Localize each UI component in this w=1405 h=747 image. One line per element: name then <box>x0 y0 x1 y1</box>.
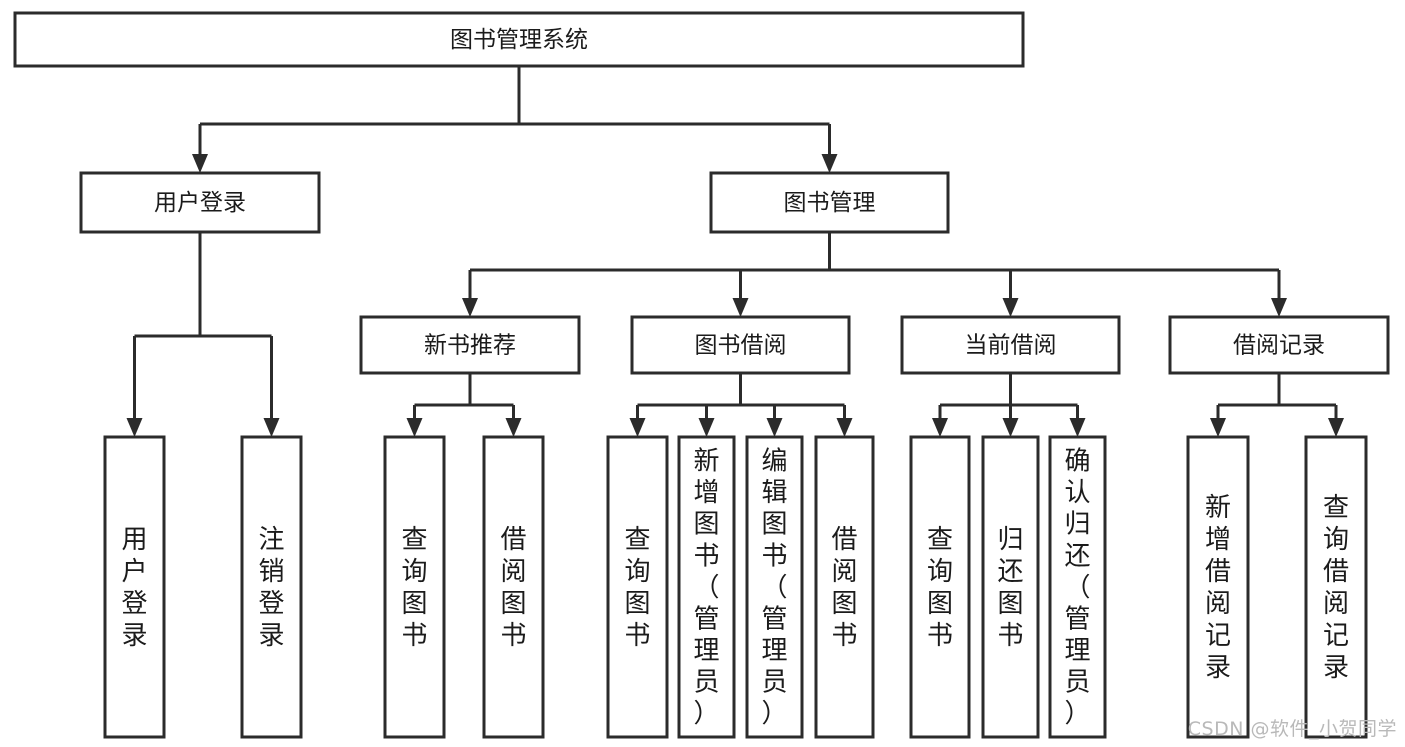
node-leaf-query-book-2[interactable]: 查询图书 <box>606 435 669 739</box>
node-leaf-borrow-book-1-rect <box>482 435 545 739</box>
new-book-recommend-to-leaves-arrow-1 <box>505 418 522 437</box>
root-to-level2-arrow-0 <box>192 154 208 173</box>
node-root-system-label: 图书管理系统 <box>450 27 588 53</box>
node-leaf-borrow-book-2-rect <box>814 435 875 739</box>
book-borrow-to-leaves-arrow-3 <box>836 418 853 437</box>
node-leaf-query-book-2-label: 查询图书 <box>624 525 650 651</box>
node-user-login-rect <box>79 171 321 234</box>
node-root-system-rect <box>13 11 1025 68</box>
book-borrow-to-leaves-arrow-2 <box>766 418 783 437</box>
node-book-management[interactable]: 图书管理 <box>709 171 950 234</box>
node-leaf-borrow-book-1-label: 借阅图书 <box>500 525 526 651</box>
node-leaf-edit-book-admin[interactable]: 编辑图书（管理员） <box>745 435 804 739</box>
node-borrow-record-rect <box>1168 315 1390 375</box>
current-borrow-to-leaves-arrow-1 <box>1002 418 1019 437</box>
new-book-recommend-to-leaves-arrow-0 <box>406 418 423 437</box>
node-root-system[interactable]: 图书管理系统 <box>13 11 1025 68</box>
userlogin-to-leaves-arrow-0 <box>126 418 143 437</box>
node-leaf-confirm-return-admin[interactable]: 确认归还（管理员） <box>1048 435 1107 739</box>
node-user-login-label: 用户登录 <box>154 190 246 216</box>
node-leaf-borrow-book-2-label: 借阅图书 <box>831 525 857 651</box>
book-borrow-to-leaves-arrow-0 <box>629 418 646 437</box>
node-leaf-return-book[interactable]: 归还图书 <box>981 435 1040 739</box>
node-leaf-return-book-label: 归还图书 <box>997 525 1023 651</box>
node-leaf-edit-book-admin-label: 编辑图书（管理员） <box>761 447 787 729</box>
node-new-book-recommend-label: 新书推荐 <box>424 333 516 359</box>
node-leaf-query-book-1-rect <box>383 435 446 739</box>
node-leaf-query-book-3-rect <box>909 435 971 739</box>
node-borrow-record-label: 借阅记录 <box>1233 333 1325 359</box>
node-current-borrow-rect <box>900 315 1121 375</box>
node-leaf-query-borrow-record-label: 查询借阅记录 <box>1323 493 1349 683</box>
node-leaf-add-borrow-record-label: 新增借阅记录 <box>1205 493 1231 683</box>
node-book-borrow-rect <box>630 315 851 375</box>
node-book-borrow[interactable]: 图书借阅 <box>630 315 851 375</box>
node-leaf-query-book-2-rect <box>606 435 669 739</box>
node-leaf-query-book-1-label: 查询图书 <box>401 525 427 651</box>
node-leaf-logout[interactable]: 注销登录 <box>240 435 303 739</box>
node-leaf-logout-rect <box>240 435 303 739</box>
node-leaf-query-book-3[interactable]: 查询图书 <box>909 435 971 739</box>
node-new-book-recommend-rect <box>359 315 581 375</box>
node-leaf-query-borrow-record[interactable]: 查询借阅记录 <box>1304 435 1368 739</box>
node-leaf-user-login-rect <box>103 435 166 739</box>
node-leaf-user-login[interactable]: 用户登录 <box>103 435 166 739</box>
bookmgmt-to-level3-arrow-0 <box>462 298 478 317</box>
node-current-borrow-label: 当前借阅 <box>965 333 1057 359</box>
node-leaf-return-book-rect <box>981 435 1040 739</box>
bookmgmt-to-level3-arrow-3 <box>1271 298 1287 317</box>
node-leaf-borrow-book-1[interactable]: 借阅图书 <box>482 435 545 739</box>
node-layer: 图书管理系统用户登录图书管理新书推荐图书借阅当前借阅借阅记录用户登录注销登录查询… <box>13 11 1390 739</box>
node-leaf-add-book-admin-rect <box>677 435 736 739</box>
root-to-level2-arrow-1 <box>821 154 838 173</box>
node-leaf-logout-label: 注销登录 <box>258 525 284 651</box>
node-book-management-label: 图书管理 <box>784 190 876 216</box>
bookmgmt-to-level3-arrow-2 <box>1002 298 1019 317</box>
node-leaf-query-book-1[interactable]: 查询图书 <box>383 435 446 739</box>
node-borrow-record[interactable]: 借阅记录 <box>1168 315 1390 375</box>
userlogin-to-leaves-arrow-1 <box>263 418 280 437</box>
node-leaf-add-borrow-record-rect <box>1186 435 1250 739</box>
node-book-management-rect <box>709 171 950 234</box>
node-leaf-query-borrow-record-rect <box>1304 435 1368 739</box>
book-borrow-to-leaves-arrow-1 <box>698 418 715 437</box>
bookmgmt-to-level3-arrow-1 <box>732 298 749 317</box>
node-new-book-recommend[interactable]: 新书推荐 <box>359 315 581 375</box>
borrow-record-to-leaves-arrow-1 <box>1328 418 1344 437</box>
node-leaf-add-borrow-record[interactable]: 新增借阅记录 <box>1186 435 1250 739</box>
watermark-text: CSDN @软件_小贺同学 <box>1187 718 1397 740</box>
node-leaf-edit-book-admin-rect <box>745 435 804 739</box>
node-leaf-add-book-admin-label: 新增图书（管理员） <box>693 447 719 729</box>
node-current-borrow[interactable]: 当前借阅 <box>900 315 1121 375</box>
node-book-borrow-label: 图书借阅 <box>695 333 787 359</box>
node-leaf-confirm-return-admin-label: 确认归还（管理员） <box>1064 447 1090 729</box>
node-user-login[interactable]: 用户登录 <box>79 171 321 234</box>
current-borrow-to-leaves-arrow-2 <box>1069 418 1086 437</box>
node-leaf-add-book-admin[interactable]: 新增图书（管理员） <box>677 435 736 739</box>
node-leaf-confirm-return-admin-rect <box>1048 435 1107 739</box>
node-leaf-borrow-book-2[interactable]: 借阅图书 <box>814 435 875 739</box>
current-borrow-to-leaves-arrow-0 <box>932 418 948 437</box>
borrow-record-to-leaves-arrow-0 <box>1210 418 1226 437</box>
node-leaf-user-login-label: 用户登录 <box>121 525 147 651</box>
connector-layer <box>126 66 1344 437</box>
node-leaf-query-book-3-label: 查询图书 <box>927 525 953 651</box>
